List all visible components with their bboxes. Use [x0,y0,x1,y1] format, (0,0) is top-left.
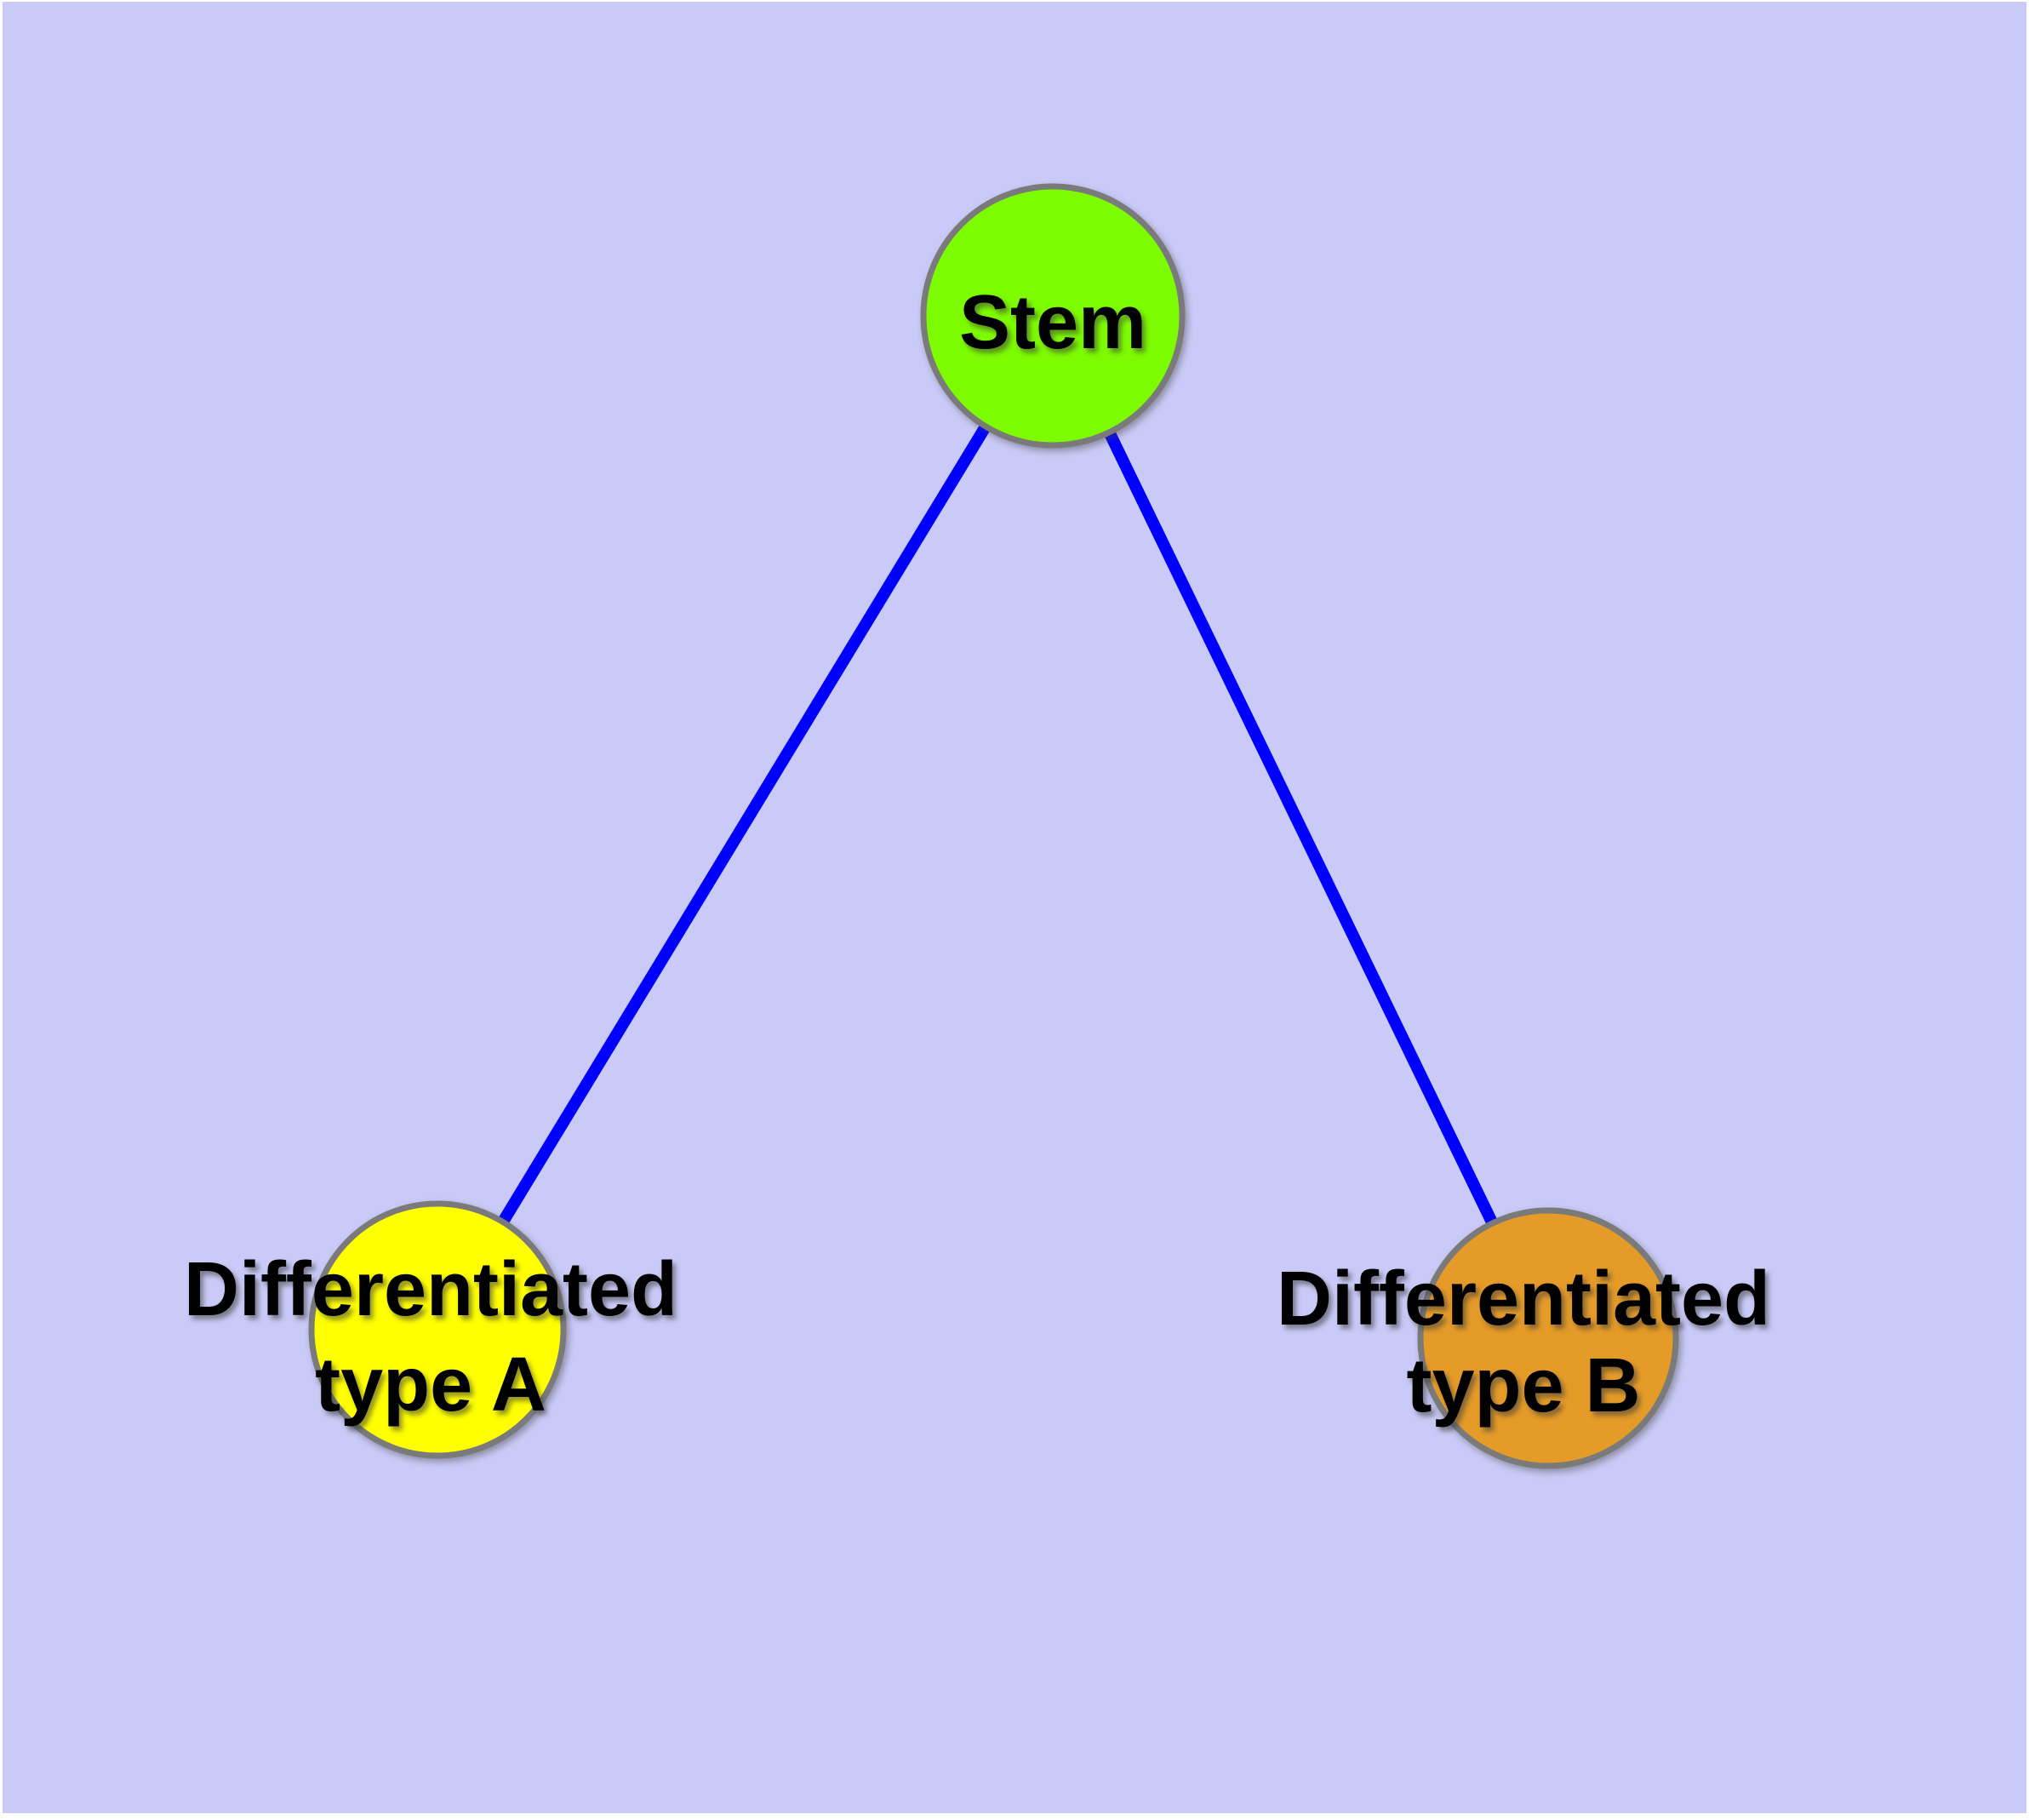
type-a-node [308,1200,567,1459]
type-a-label-line1: Differentiated [184,1247,677,1332]
type-b-label-line2: type B [1406,1343,1640,1428]
type-b-label-line1: Differentiated [1277,1256,1770,1342]
type-b-node [1417,1207,1679,1469]
edge-stem-to-type-a [432,312,1058,1333]
type-a-label-line2: type A [315,1342,546,1428]
edge-stem-to-type-b [1047,312,1554,1342]
stem-node-label: Stem [959,280,1146,365]
stem-node [920,183,1186,449]
